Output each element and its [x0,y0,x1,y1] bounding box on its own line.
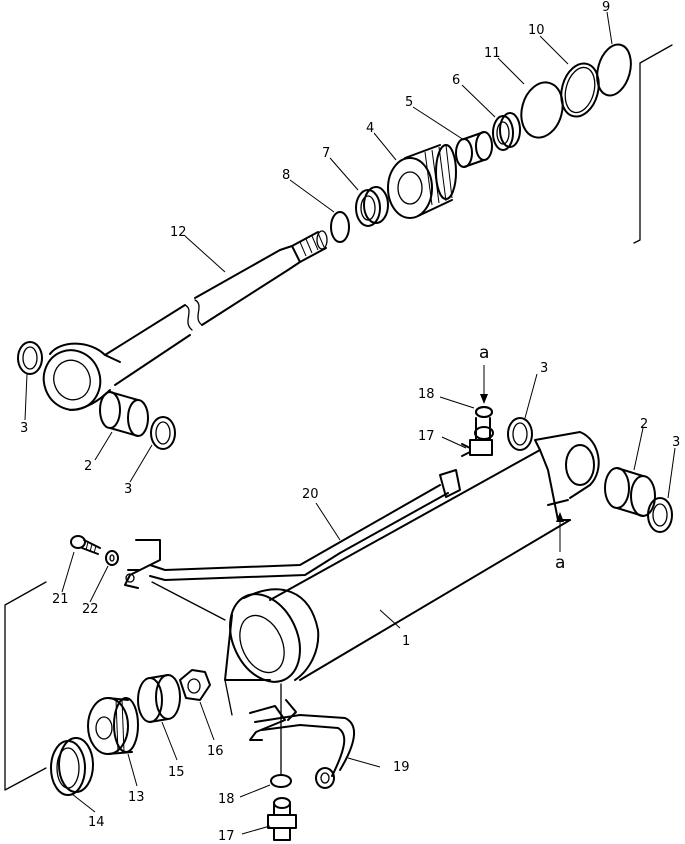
callout-2-top: 2 [84,459,92,474]
o-ring-18-bottom [270,774,292,788]
arrow-a-bottom [556,512,564,522]
dust-seal-3-upper [507,417,533,451]
hydraulic-tube-19 [249,699,356,789]
callout-18-top: 18 [418,387,435,402]
callout-11: 11 [484,46,501,61]
cylinder-tube-1 [224,431,600,683]
piston-ring-15 [137,674,181,723]
reference-a-top: a [479,343,489,363]
dust-seal-3-left [17,341,43,375]
callout-6: 6 [452,73,460,88]
o-ring-18-top [475,406,493,418]
callout-21: 21 [52,592,69,607]
callout-10: 10 [528,23,545,38]
piston-rod-12 [42,230,328,411]
callout-12: 12 [170,225,187,240]
piston-13 [87,697,139,755]
bolt-21 [70,535,101,555]
callout-8: 8 [282,168,290,183]
callout-19: 19 [393,760,410,775]
callout-3-upper: 3 [540,361,548,376]
bushing-2-upper [99,391,149,437]
callout-1: 1 [402,634,410,649]
clamp-line-lower [224,679,233,716]
washer-22 [105,550,119,566]
snap-ring-8 [330,211,350,243]
callout-9: 9 [602,0,610,15]
callout-20: 20 [302,487,319,502]
group-bracket-top [633,44,673,244]
bushing-5 [455,131,493,168]
callout-3-left: 3 [20,421,28,436]
bushing-2-right [604,467,656,517]
callout-17-bottom: 17 [218,829,235,844]
callout-5: 5 [405,95,413,110]
callout-7: 7 [322,146,330,161]
cylinder-head-4 [387,144,457,219]
seal-6 [492,112,521,151]
clamp-line-upper [151,581,226,621]
hydraulic-tube-20 [124,469,461,589]
leader-lines [24,11,676,835]
ring-10 [560,62,600,118]
callout-2-right: 2 [640,417,648,432]
wear-ring-14 [50,737,94,796]
callout-17-top: 17 [418,429,435,444]
o-ring-9 [596,43,632,97]
callout-15: 15 [168,765,185,780]
callout-3-right: 3 [672,435,680,450]
callout-14: 14 [88,815,105,830]
dust-seal-3-right [647,497,673,533]
backup-ring-11 [520,81,564,139]
callout-13: 13 [128,790,145,805]
dust-seal-3-mid [150,416,176,450]
callout-22: 22 [82,602,99,617]
callout-3-mid: 3 [124,482,132,497]
seal-7 [355,186,389,227]
nut-16 [179,669,211,701]
callout-18-bottom: 18 [218,792,235,807]
callout-16: 16 [207,744,224,759]
reference-a-bottom: a [555,553,565,573]
group-bracket-bottom [4,581,47,791]
elbow-fitting-17-bottom [267,797,297,841]
arrow-a-top [480,394,488,404]
callout-4: 4 [366,121,374,136]
